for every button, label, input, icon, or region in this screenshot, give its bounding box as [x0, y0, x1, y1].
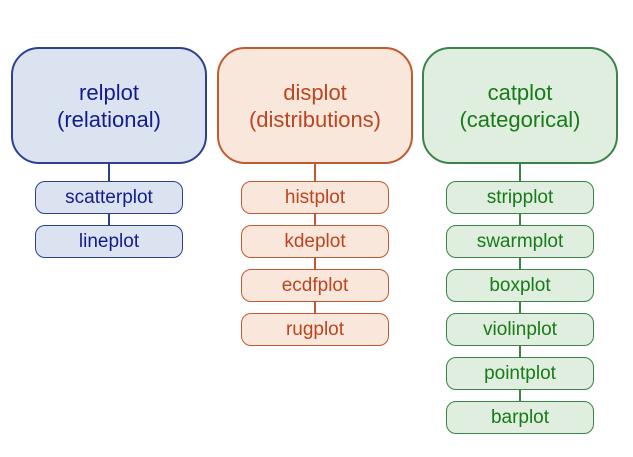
connector-line — [314, 302, 316, 313]
connector-line — [519, 346, 521, 357]
lineplot-label: lineplot — [78, 230, 140, 252]
histplot-label: histplot — [284, 186, 346, 208]
displot-parent-box: displot (distributions) — [217, 47, 413, 164]
kdeplot-box: kdeplot — [241, 225, 389, 258]
barplot-box: barplot — [446, 401, 594, 434]
pointplot-box: pointplot — [446, 357, 594, 390]
boxplot-box: boxplot — [446, 269, 594, 302]
rugplot-label: rugplot — [285, 318, 345, 340]
catplot-label: catplot — [487, 79, 553, 105]
lineplot-box: lineplot — [35, 225, 183, 258]
scatterplot-box: scatterplot — [35, 181, 183, 214]
violinplot-label: violinplot — [483, 318, 557, 340]
ecdfplot-label: ecdfplot — [281, 274, 349, 296]
rugplot-box: rugplot — [241, 313, 389, 346]
catplot-parent-box: catplot (categorical) — [422, 47, 618, 164]
connector-line — [519, 258, 521, 269]
relplot-qualifier: (relational) — [57, 106, 161, 132]
boxplot-label: boxplot — [489, 274, 551, 296]
connector-line — [519, 390, 521, 401]
connector-line — [519, 214, 521, 225]
barplot-label: barplot — [490, 406, 550, 428]
ecdfplot-box: ecdfplot — [241, 269, 389, 302]
swarmplot-label: swarmplot — [476, 230, 564, 252]
catplot-qualifier: (categorical) — [459, 106, 581, 132]
connector-line — [519, 302, 521, 313]
histplot-box: histplot — [241, 181, 389, 214]
connector-line — [314, 214, 316, 225]
pointplot-label: pointplot — [484, 362, 556, 384]
displot-label: displot — [283, 79, 347, 105]
connector-line — [314, 164, 316, 181]
relplot-parent-box: relplot (relational) — [11, 47, 207, 164]
connector-line — [108, 214, 110, 225]
connector-line — [314, 258, 316, 269]
stripplot-label: stripplot — [486, 186, 554, 208]
connector-line — [519, 164, 521, 181]
kdeplot-label: kdeplot — [284, 230, 346, 252]
catplot-column: catplot (categorical) stripplot swarmplo… — [422, 47, 618, 434]
relplot-label: relplot — [79, 79, 139, 105]
stripplot-box: stripplot — [446, 181, 594, 214]
displot-qualifier: (distributions) — [248, 106, 382, 132]
violinplot-box: violinplot — [446, 313, 594, 346]
scatterplot-label: scatterplot — [65, 186, 153, 208]
connector-line — [108, 164, 110, 181]
displot-column: displot (distributions) histplot kdeplot… — [217, 47, 413, 346]
swarmplot-box: swarmplot — [446, 225, 594, 258]
relplot-column: relplot (relational) scatterplot lineplo… — [11, 47, 207, 258]
